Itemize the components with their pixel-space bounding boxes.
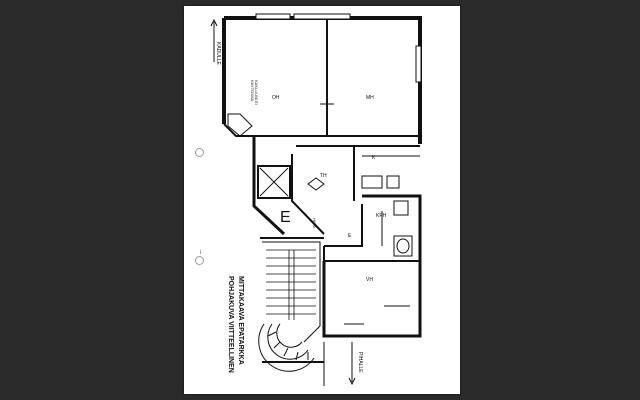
punch-hole-top (195, 148, 204, 157)
room-label-bathroom: KPH (376, 213, 387, 219)
elevator-label: HISSI (312, 218, 317, 229)
margin-mark: i (200, 250, 202, 256)
floor-plan-drawing (210, 13, 422, 386)
room-label-study: TH (320, 173, 327, 179)
room-label-bedroom: MH (366, 95, 374, 101)
room-label-kitchen: K (372, 155, 376, 161)
room-label-living: OH (272, 95, 280, 101)
stair-label: E (280, 209, 291, 226)
direction-label-street: KADULLE (215, 42, 221, 65)
floor-plan-page: KADULLE PIHALLE OH MH K TH KPH E VH KAKL… (184, 6, 460, 394)
document-title-line-1: MITTAKAAVA EPATARKKA (237, 276, 244, 365)
punch-hole-bottom (195, 256, 204, 265)
room-label-hall: E (348, 233, 352, 239)
stove-note: KAKLUUNI EI KAYTOSSA (250, 80, 259, 105)
room-label-closet: VH (366, 277, 373, 283)
direction-label-yard: PIHALLE (357, 352, 363, 373)
document-title-line-2: POHJAKUVA VIITTEELLINEN (227, 276, 234, 373)
